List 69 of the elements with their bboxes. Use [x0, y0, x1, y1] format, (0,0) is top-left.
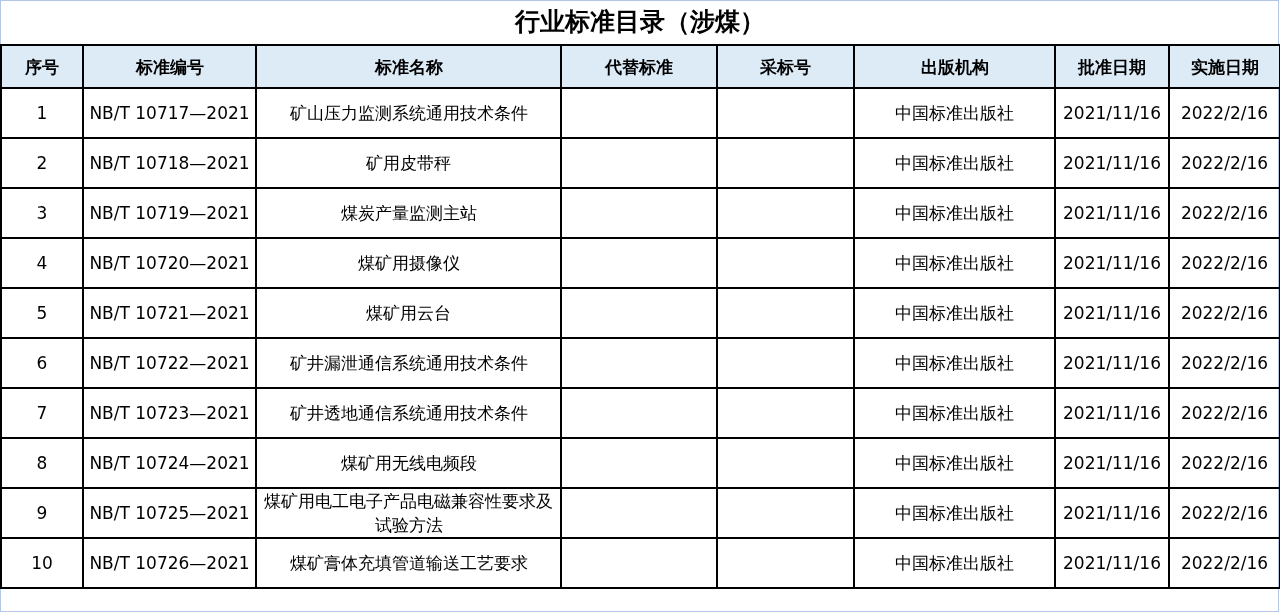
publisher-text: 中国标准出版社: [854, 188, 1055, 238]
column-header: 标准名称: [256, 45, 561, 88]
approval-date: 2021/11/16: [1055, 388, 1169, 438]
column-header: 批准日期: [1055, 45, 1169, 88]
effective-date: 2022/2/16: [1169, 438, 1280, 488]
effective-date: 2022/2/16: [1169, 388, 1280, 438]
standard-name: 矿井漏泄通信系统通用技术条件: [256, 338, 561, 388]
publisher-text: 中国标准出版社: [854, 538, 1055, 588]
approval-date: 2021/11/16: [1055, 488, 1169, 538]
standard-name: 矿井透地通信系统通用技术条件: [256, 388, 561, 438]
standard-number: NB/T 10722—2021: [83, 338, 256, 388]
standard-number: NB/T 10718—2021: [83, 138, 256, 188]
standard-number: NB/T 10726—2021: [83, 538, 256, 588]
standard-number: NB/T 10723—2021: [83, 388, 256, 438]
publisher-text: 中国标准出版社: [854, 238, 1055, 288]
effective-date: 2022/2/16: [1169, 238, 1280, 288]
publisher-text: 中国标准出版社: [854, 338, 1055, 388]
approval-date: 2021/11/16: [1055, 438, 1169, 488]
effective-date: 2022/2/16: [1169, 488, 1280, 538]
row-number: 5: [1, 288, 83, 338]
standard-number: NB/T 10725—2021: [83, 488, 256, 538]
standard-number: NB/T 10717—2021: [83, 88, 256, 138]
row-number: 10: [1, 538, 83, 588]
approval-date: 2021/11/16: [1055, 338, 1169, 388]
table-title: 行业标准目录（涉煤）: [513, 6, 766, 38]
standard-name: 煤矿用电工电子产品电磁兼容性要求及试验方法: [256, 488, 561, 538]
column-header: 序号: [1, 45, 83, 88]
column-header: 实施日期: [1169, 45, 1280, 88]
row-number: 7: [1, 388, 83, 438]
approval-date: 2021/11/16: [1055, 288, 1169, 338]
standard-name: 矿山压力监测系统通用技术条件: [256, 88, 561, 138]
standard-name: 煤矿用无线电频段: [256, 438, 561, 488]
publisher-text: 中国标准出版社: [854, 488, 1055, 538]
row-number: 8: [1, 438, 83, 488]
row-number: 4: [1, 238, 83, 288]
standard-number: NB/T 10721—2021: [83, 288, 256, 338]
approval-date: 2021/11/16: [1055, 238, 1169, 288]
effective-date: 2022/2/16: [1169, 288, 1280, 338]
effective-date: 2022/2/16: [1169, 338, 1280, 388]
approval-date: 2021/11/16: [1055, 88, 1169, 138]
column-header: 采标号: [717, 45, 854, 88]
row-number: 3: [1, 188, 83, 238]
standard-number: NB/T 10724—2021: [83, 438, 256, 488]
approval-date: 2021/11/16: [1055, 538, 1169, 588]
publisher-text: 中国标准出版社: [854, 138, 1055, 188]
standard-number: NB/T 10720—2021: [83, 238, 256, 288]
row-number: 9: [1, 488, 83, 538]
publisher-text: 中国标准出版社: [854, 288, 1055, 338]
approval-date: 2021/11/16: [1055, 188, 1169, 238]
effective-date: 2022/2/16: [1169, 88, 1280, 138]
publisher-text: 中国标准出版社: [854, 88, 1055, 138]
standard-number: NB/T 10719—2021: [83, 188, 256, 238]
standard-name: 煤矿用摄像仪: [256, 238, 561, 288]
effective-date: 2022/2/16: [1169, 188, 1280, 238]
standard-name: 矿用皮带秤: [256, 138, 561, 188]
column-header: 出版机构: [854, 45, 1055, 88]
publisher-text: 中国标准出版社: [854, 388, 1055, 438]
standard-name: 煤炭产量监测主站: [256, 188, 561, 238]
column-header: 代替标准: [561, 45, 717, 88]
row-number: 1: [1, 88, 83, 138]
column-header: 标准编号: [83, 45, 256, 88]
effective-date: 2022/2/16: [1169, 138, 1280, 188]
approval-date: 2021/11/16: [1055, 138, 1169, 188]
publisher-text: 中国标准出版社: [854, 438, 1055, 488]
row-number: 6: [1, 338, 83, 388]
standard-name: 煤矿膏体充填管道输送工艺要求: [256, 538, 561, 588]
standard-name: 煤矿用云台: [256, 288, 561, 338]
row-number: 2: [1, 138, 83, 188]
effective-date: 2022/2/16: [1169, 538, 1280, 588]
